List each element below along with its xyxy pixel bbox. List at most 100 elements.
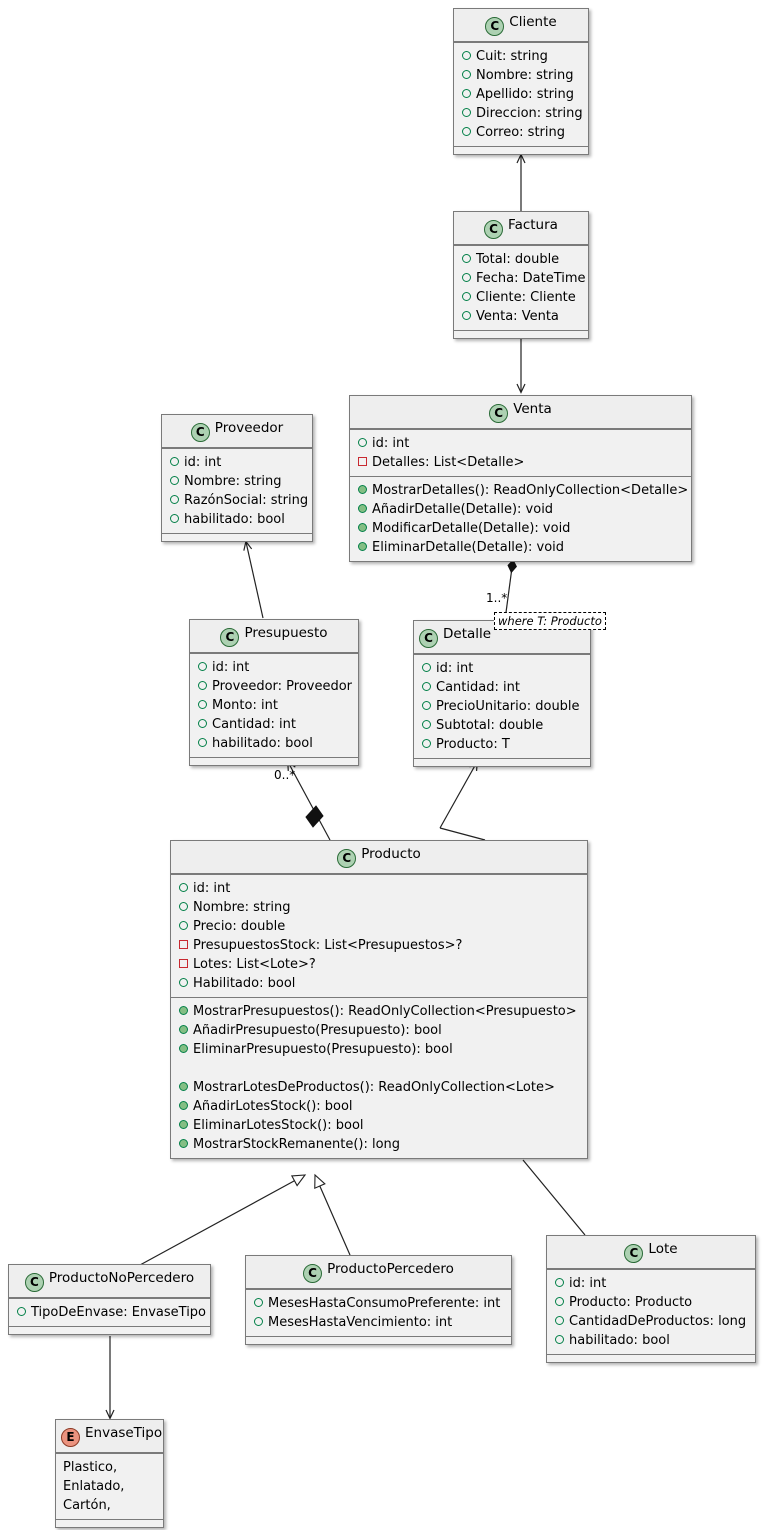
- attribute-text: Cantidad: int: [212, 717, 296, 732]
- method-text: AñadirPresupuesto(Presupuesto): bool: [193, 1023, 442, 1038]
- public-method-icon: [358, 485, 367, 494]
- attributes-compartment-venta: id: int Detalles: List<Detalle>: [350, 429, 691, 476]
- public-attribute-icon: [198, 700, 207, 709]
- attribute-text: Total: double: [476, 252, 560, 267]
- attribute-text: Direccion: string: [476, 106, 583, 121]
- public-attribute-icon: [462, 127, 471, 136]
- attribute-text: Subtotal: double: [436, 718, 544, 733]
- method-row: MostrarLotesDeProductos(): ReadOnlyColle…: [178, 1078, 581, 1097]
- private-attribute-icon: [358, 457, 367, 466]
- attribute-row: Nombre: string: [178, 898, 581, 917]
- public-method-icon: [358, 523, 367, 532]
- public-attribute-icon: [179, 921, 188, 930]
- class-icon: C: [337, 849, 357, 868]
- public-attribute-icon: [555, 1335, 564, 1344]
- attribute-text: PrecioUnitario: double: [436, 699, 580, 714]
- methods-compartment-proveedor: [162, 533, 312, 541]
- public-attribute-icon: [198, 662, 207, 671]
- attribute-row: Habilitado: bool: [178, 974, 581, 993]
- attribute-row: id: int: [421, 659, 584, 678]
- attribute-row: Correo: string: [461, 123, 582, 142]
- method-text: EliminarLotesStock(): bool: [193, 1118, 364, 1133]
- class-name: Lote: [648, 1241, 678, 1257]
- attribute-text: PresupuestosStock: List<Presupuestos>?: [193, 938, 463, 953]
- attribute-row: Total: double: [461, 250, 582, 269]
- method-text: MostrarPresupuestos(): ReadOnlyCollectio…: [193, 1004, 577, 1019]
- attribute-text: Nombre: string: [476, 68, 574, 83]
- class-icon: C: [419, 629, 438, 648]
- class-name: Cliente: [509, 14, 557, 30]
- public-attribute-icon: [462, 70, 471, 79]
- public-method-icon: [179, 1139, 188, 1148]
- class-icon: C: [624, 1244, 644, 1263]
- attributes-compartment-factura: Total: double Fecha: DateTime Cliente: C…: [454, 245, 588, 330]
- attribute-row: PresupuestosStock: List<Presupuestos>?: [178, 936, 581, 955]
- class-name: Proveedor: [214, 420, 284, 436]
- public-attribute-icon: [254, 1298, 263, 1307]
- attribute-text: Correo: string: [476, 125, 565, 140]
- public-attribute-icon: [170, 457, 179, 466]
- public-attribute-icon: [462, 51, 471, 60]
- attribute-row: Cuit: string: [461, 47, 582, 66]
- class-icon: C: [190, 423, 210, 442]
- public-attribute-icon: [170, 495, 179, 504]
- attribute-row: Cliente: Cliente: [461, 288, 582, 307]
- attribute-row: id: int: [169, 453, 306, 472]
- attribute-row: id: int: [197, 658, 352, 677]
- generic-constraint-note: where T: Producto: [494, 612, 606, 630]
- public-attribute-icon: [422, 701, 431, 710]
- public-attribute-icon: [555, 1278, 564, 1287]
- attribute-text: id: int: [569, 1276, 607, 1291]
- public-method-icon: [179, 1044, 188, 1053]
- attribute-row: id: int: [357, 434, 685, 453]
- attribute-row: Apellido: string: [461, 85, 582, 104]
- attributes-compartment-detalle: id: int Cantidad: int PrecioUnitario: do…: [414, 654, 590, 758]
- public-attribute-icon: [198, 681, 207, 690]
- edge-lote-producto: [522, 1159, 586, 1236]
- public-attribute-icon: [555, 1316, 564, 1325]
- edge-label-venta-detalle: 1..*: [486, 591, 508, 605]
- public-attribute-icon: [555, 1297, 564, 1306]
- method-row: AñadirLotesStock(): bool: [178, 1097, 581, 1116]
- attributes-compartment-presupuesto: id: int Proveedor: Proveedor Monto: int …: [190, 653, 358, 757]
- attribute-text: Venta: Venta: [476, 309, 559, 324]
- public-attribute-icon: [170, 514, 179, 523]
- methods-compartment-presupuesto: [190, 757, 358, 765]
- attribute-text: id: int: [436, 661, 474, 676]
- attribute-text: Cliente: Cliente: [476, 290, 576, 305]
- public-attribute-icon: [179, 883, 188, 892]
- method-row: EliminarPresupuesto(Presupuesto): bool: [178, 1040, 581, 1059]
- attribute-text: Monto: int: [212, 698, 278, 713]
- methods-compartment-producto-no-percedero: [9, 1326, 210, 1334]
- public-method-icon: [179, 1082, 188, 1091]
- enum-footer-compartment: [56, 1519, 163, 1527]
- composition-diamond-producto-presupuesto: [305, 805, 324, 828]
- method-row: AñadirDetalle(Detalle): void: [357, 500, 685, 519]
- public-attribute-icon: [198, 738, 207, 747]
- public-attribute-icon: [170, 476, 179, 485]
- attribute-row: Fecha: DateTime: [461, 269, 586, 288]
- attribute-text: CantidadDeProductos: long: [569, 1314, 747, 1329]
- attribute-row: habilitado: bool: [197, 734, 352, 753]
- enum-icon: E: [61, 1428, 80, 1447]
- attribute-row: Direccion: string: [461, 104, 583, 123]
- class-icon: C: [489, 404, 509, 423]
- attribute-row: CantidadDeProductos: long: [554, 1312, 749, 1331]
- attribute-text: MesesHastaConsumoPreferente: int: [268, 1296, 501, 1311]
- public-method-icon: [358, 542, 367, 551]
